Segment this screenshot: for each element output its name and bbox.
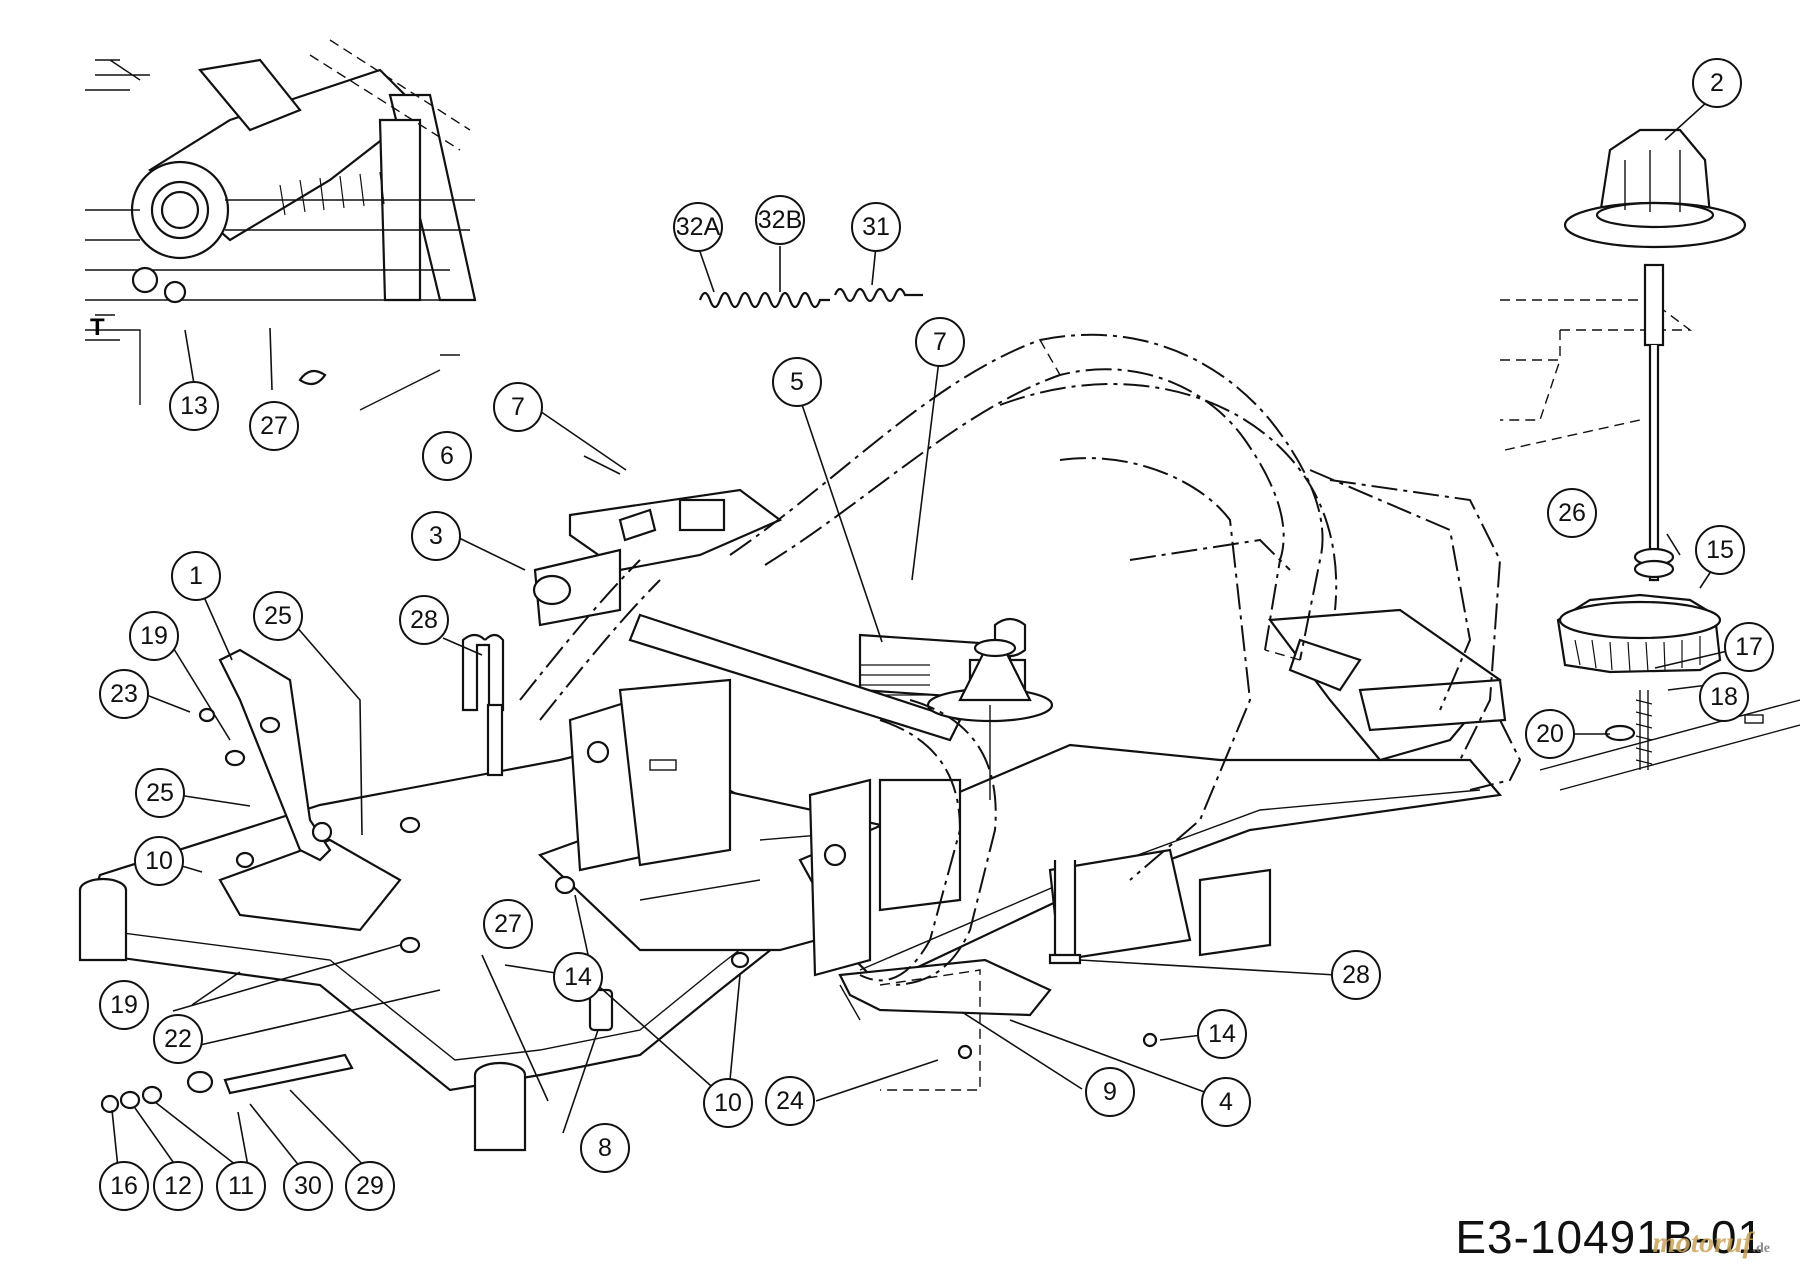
svg-text:7: 7 (511, 393, 525, 421)
leader-lines (111, 101, 1750, 1178)
svg-text:32A: 32A (676, 213, 721, 241)
svg-text:25: 25 (264, 602, 292, 630)
svg-text:13: 13 (180, 392, 208, 420)
callout-20: 20 (1525, 709, 1575, 759)
svg-text:28: 28 (410, 606, 438, 634)
callout-8: 8 (580, 1123, 630, 1173)
phantom-body (519, 333, 1522, 1091)
svg-text:14: 14 (564, 963, 592, 991)
svg-text:4: 4 (1219, 1088, 1233, 1116)
svg-text:10: 10 (714, 1089, 742, 1117)
callout-23: 23 (99, 669, 149, 719)
callout-19-upper: 19 (129, 611, 179, 661)
svg-text:29: 29 (356, 1172, 384, 1200)
callout-22: 22 (153, 1014, 203, 1064)
svg-text:20: 20 (1536, 720, 1564, 748)
drawing-number: E3-10491B-01 (1455, 1211, 1764, 1263)
svg-text:9: 9 (1103, 1078, 1117, 1106)
svg-text:10: 10 (145, 847, 173, 875)
svg-text:18: 18 (1710, 683, 1738, 711)
callout-12: 12 (153, 1161, 203, 1211)
svg-text:23: 23 (110, 680, 138, 708)
svg-text:1: 1 (189, 562, 203, 590)
svg-text:27: 27 (494, 910, 522, 938)
svg-text:2: 2 (1710, 69, 1724, 97)
svg-text:17: 17 (1735, 633, 1763, 661)
callout-labels: 2 32A 32B 31 7 5 7 6 3 28 1 25 19 23 25 … (99, 58, 1774, 1211)
svg-text:14: 14 (1208, 1020, 1236, 1048)
callout-32a: 32A (673, 202, 723, 252)
callout-9: 9 (1085, 1067, 1135, 1117)
svg-text:30: 30 (294, 1172, 322, 1200)
watermark-suffix: .de (1752, 1241, 1771, 1256)
callout-24: 24 (765, 1076, 815, 1126)
callout-29: 29 (345, 1161, 395, 1211)
callout-25-upper: 25 (253, 591, 303, 641)
callout-18: 18 (1699, 672, 1749, 722)
callout-28-left: 28 (399, 595, 449, 645)
svg-text:26: 26 (1558, 499, 1586, 527)
callout-30: 30 (283, 1161, 333, 1211)
svg-text:12: 12 (164, 1172, 192, 1200)
svg-text:19: 19 (110, 991, 138, 1019)
callout-3: 3 (411, 511, 461, 561)
callout-5: 5 (772, 357, 822, 407)
svg-text:27: 27 (260, 412, 288, 440)
svg-text:32B: 32B (758, 206, 802, 234)
callout-1: 1 (171, 551, 221, 601)
callout-16: 16 (99, 1161, 149, 1211)
callout-32b: 32B (755, 195, 805, 245)
steering-assembly (1500, 128, 1800, 791)
callout-27-inset: 27 (249, 401, 299, 451)
callout-27-main: 27 (483, 899, 533, 949)
svg-text:T: T (90, 314, 105, 341)
svg-text:19: 19 (140, 622, 168, 650)
callout-2: 2 (1692, 58, 1742, 108)
inset-detail: T (85, 39, 477, 411)
svg-text:8: 8 (598, 1134, 612, 1162)
callout-4: 4 (1201, 1077, 1251, 1127)
svg-text:7: 7 (933, 328, 947, 356)
svg-text:24: 24 (776, 1087, 804, 1115)
svg-text:3: 3 (429, 522, 443, 550)
callout-14-left: 14 (553, 952, 603, 1002)
svg-text:11: 11 (228, 1172, 254, 1200)
svg-text:5: 5 (790, 368, 804, 396)
callout-31: 31 (851, 202, 901, 252)
watermark-logo: motoruf.de (1652, 1226, 1770, 1260)
callout-6: 6 (422, 431, 472, 481)
mower-frame (78, 287, 1507, 1152)
callout-7-lower: 7 (493, 382, 543, 432)
callout-13: 13 (169, 381, 219, 431)
svg-text:28: 28 (1342, 961, 1370, 989)
callout-11: 11 (216, 1161, 266, 1211)
svg-text:6: 6 (440, 442, 454, 470)
callout-19-lower: 19 (99, 980, 149, 1030)
callout-7-upper: 7 (915, 317, 965, 367)
callout-10-left: 10 (134, 836, 184, 886)
callout-25-lower: 25 (135, 768, 185, 818)
callout-17: 17 (1724, 622, 1774, 672)
callout-14-right: 14 (1197, 1009, 1247, 1059)
callout-10-mid: 10 (703, 1078, 753, 1128)
svg-text:15: 15 (1706, 536, 1734, 564)
callout-28-right: 28 (1331, 950, 1381, 1000)
callout-15: 15 (1695, 525, 1745, 575)
svg-text:22: 22 (164, 1025, 192, 1053)
callout-26: 26 (1547, 488, 1597, 538)
svg-text:16: 16 (110, 1172, 138, 1200)
svg-text:31: 31 (862, 213, 890, 241)
watermark-text: motoruf (1652, 1226, 1753, 1259)
svg-text:25: 25 (146, 779, 174, 807)
